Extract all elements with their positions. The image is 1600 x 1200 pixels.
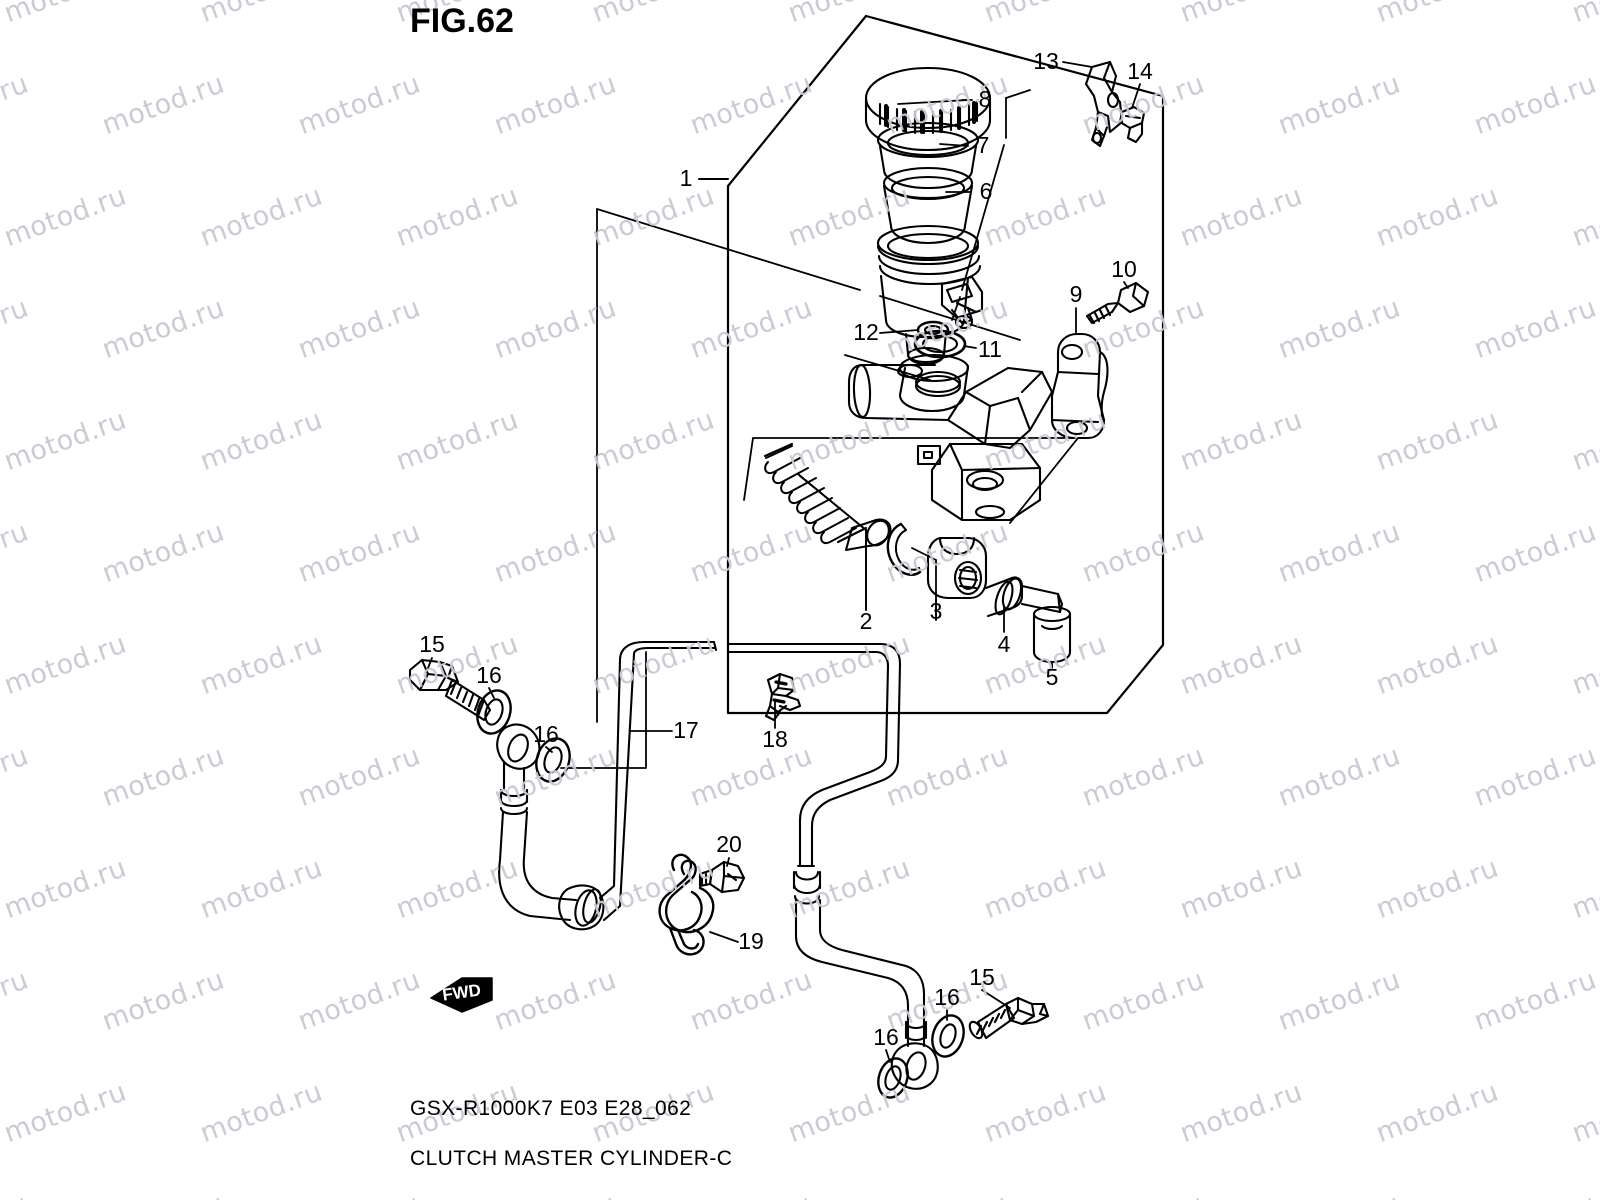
part-9-lever-holder-clamp (1050, 332, 1109, 440)
part-4-push-rod (984, 576, 1064, 618)
construction-planes (596, 208, 1021, 723)
fwd-arrow-marker (430, 977, 493, 1013)
part-13-switch-bracket (1062, 60, 1124, 148)
part-16-washer-lower-b (877, 1057, 909, 1099)
callout-leaders (427, 83, 1141, 1063)
part-20-clip-screw (698, 860, 746, 894)
part-5-cylinder-cap (1032, 605, 1072, 664)
part-14-bracket-screw (1118, 105, 1146, 144)
part-15-banjo-bolt-lower (968, 996, 1050, 1040)
part-19-hose-guide-clip (658, 853, 715, 956)
part-7-diaphragm (876, 121, 980, 190)
part-18-hose-clamp (764, 672, 802, 722)
assembly-boundary-box (726, 14, 1165, 715)
part-17-clutch-hose-left (496, 640, 718, 931)
part-16-washer-lower-a (931, 1014, 965, 1058)
part-8-reservoir-cap (864, 66, 992, 152)
bracket-leader-lines (951, 89, 1031, 321)
base-plane (743, 437, 1079, 524)
part-16-washer-upper-a (476, 689, 512, 735)
part-3-circlip-piston (886, 522, 988, 600)
part-11-o-ring-large (913, 329, 967, 359)
part-6-reservoir-cup (882, 166, 974, 245)
part-2-piston-boot-spring (763, 442, 892, 552)
part-10-clamp-bolt (1085, 281, 1150, 325)
reservoir-body (876, 224, 984, 366)
part-17-clutch-hose-right (726, 642, 939, 1090)
